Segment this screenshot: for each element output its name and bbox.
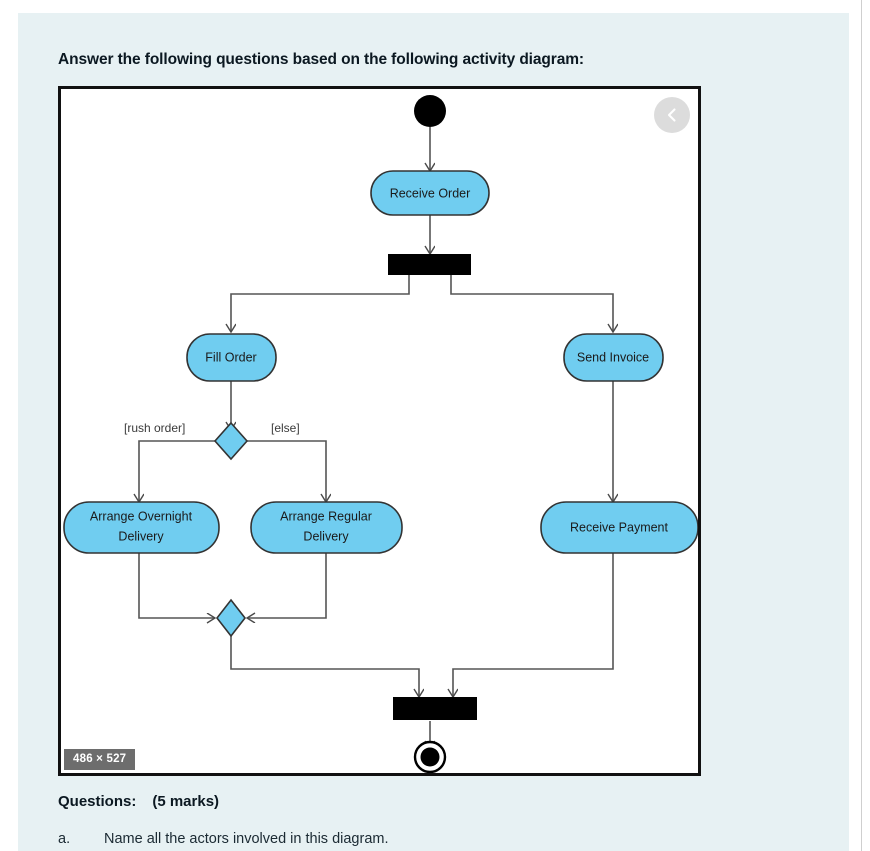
activity-arrange-overnight-delivery[interactable]: Arrange Overnight Delivery <box>63 501 220 554</box>
content-panel: Answer the following questions based on … <box>18 13 849 851</box>
activity-arrange-regular-delivery-label-line2: Delivery <box>303 529 349 543</box>
edge-merge-to-join <box>230 634 419 697</box>
activity-send-invoice-label: Send Invoice <box>577 350 649 364</box>
activity-receive-payment[interactable]: Receive Payment <box>540 501 698 554</box>
questions-heading-label: Questions: <box>58 793 137 810</box>
activity-arrange-regular-delivery-label-line1: Arrange Regular <box>280 509 372 523</box>
activity-diagram-image[interactable]: Receive Order Fill Order Send Invoice <box>58 86 701 776</box>
merge-node <box>215 598 247 638</box>
question-a-letter: a. <box>58 831 71 847</box>
activity-receive-order-label: Receive Order <box>390 186 471 200</box>
collapse-image-button[interactable] <box>654 97 690 133</box>
page-divider <box>861 0 862 851</box>
question-a-text: Name all the actors involved in this dia… <box>104 831 389 847</box>
edge-arrange-overnight-to-merge <box>138 551 215 618</box>
guard-rush-order-label: [rush order] <box>124 421 185 435</box>
activity-arrange-regular-delivery[interactable]: Arrange Regular Delivery <box>250 501 403 554</box>
image-size-badge: 486 × 527 <box>64 749 136 770</box>
questions-heading: Questions: (5 marks) <box>58 793 219 810</box>
decision-node <box>213 421 249 461</box>
questions-marks: (5 marks) <box>152 793 220 810</box>
page-title: Answer the following questions based on … <box>58 51 584 68</box>
edge-arrange-regular-to-merge <box>247 551 327 618</box>
activity-fill-order[interactable]: Fill Order <box>186 333 277 382</box>
edge-decision-to-arrange-regular <box>247 440 326 502</box>
chevron-left-icon <box>667 108 676 122</box>
activity-receive-payment-label: Receive Payment <box>570 520 668 534</box>
edge-decision-to-arrange-overnight <box>139 440 215 502</box>
activity-fill-order-label: Fill Order <box>205 350 256 364</box>
activity-arrange-overnight-delivery-label-line1: Arrange Overnight <box>90 509 193 523</box>
guard-else-label: [else] <box>271 421 300 435</box>
activity-receive-order[interactable]: Receive Order <box>370 170 490 216</box>
edge-fork-to-fill-order <box>231 275 410 332</box>
initial-node <box>414 95 446 127</box>
activity-arrange-overnight-delivery-label-line2: Delivery <box>118 529 164 543</box>
activity-send-invoice[interactable]: Send Invoice <box>563 333 664 382</box>
edge-fork-to-send-invoice <box>450 275 613 332</box>
edge-receive-payment-to-join <box>453 551 614 697</box>
final-node <box>413 740 447 773</box>
join-bar <box>393 697 477 720</box>
fork-bar <box>388 254 471 275</box>
activity-diagram-canvas: Receive Order Fill Order Send Invoice <box>63 95 698 773</box>
